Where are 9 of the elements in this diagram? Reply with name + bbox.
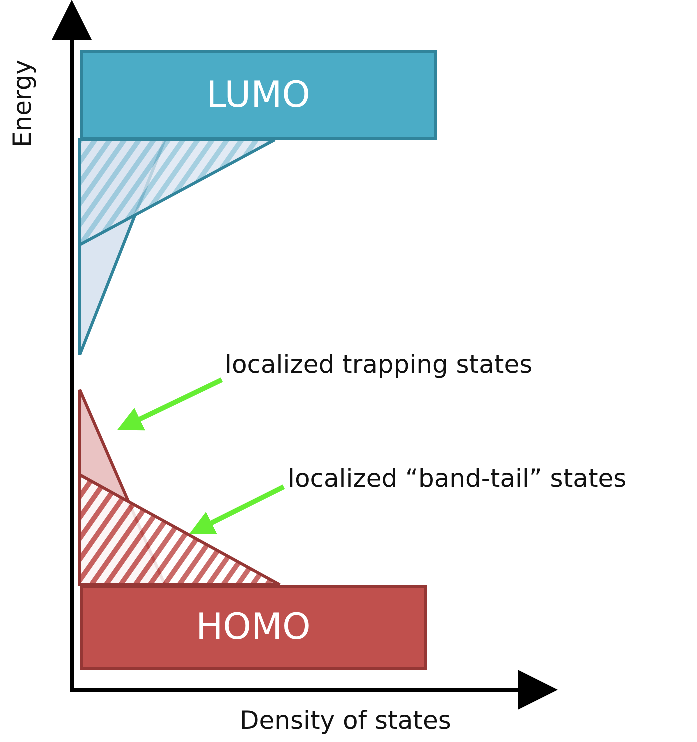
band-tail-triangle (78, 472, 282, 586)
arrow (118, 378, 224, 431)
homo-band: HOMO (80, 585, 427, 670)
axis-label: Density of states (240, 706, 452, 735)
annotation-text: localized trapping states (225, 350, 533, 379)
annotation-text: localized “band-tail” states (288, 464, 627, 493)
lumo-band: LUMO (80, 50, 437, 140)
arrow (190, 484, 286, 534)
axis-label: Energy (8, 60, 37, 148)
